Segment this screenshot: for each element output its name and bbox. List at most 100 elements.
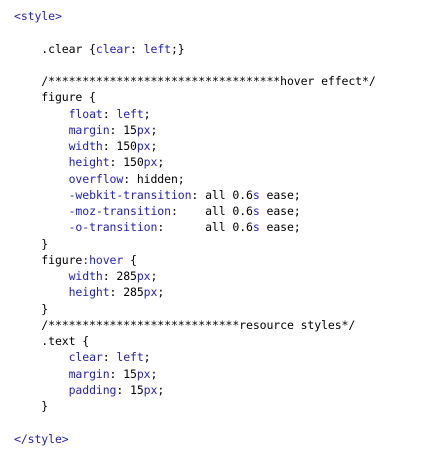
- code-token-punct: }: [41, 399, 49, 413]
- code-token-sel: figure {: [41, 90, 96, 105]
- code-token-val: : 15: [109, 122, 137, 137]
- code-token-val: ease;: [259, 220, 301, 235]
- code-token-punct: ;: [143, 106, 151, 121]
- code-line: float: left;: [14, 106, 376, 122]
- code-indent: [14, 155, 69, 169]
- code-line: }: [14, 398, 376, 414]
- code-line: width: 285px;: [14, 268, 376, 284]
- code-line: overflow: hidden;: [14, 171, 376, 187]
- code-indent: [14, 269, 69, 283]
- code-token-prop: height: [68, 285, 110, 300]
- code-token-punct: ;: [150, 269, 158, 283]
- code-token-prop: clear: [95, 41, 131, 56]
- code-token-unit: px: [136, 269, 151, 283]
- code-indent: [14, 350, 69, 364]
- code-indent: [14, 74, 41, 88]
- code-line: [14, 57, 376, 73]
- code-token-com: /****************************resource st…: [41, 317, 356, 332]
- code-token-unit: px: [143, 382, 158, 397]
- code-token-prop: padding: [68, 382, 117, 397]
- code-token-val: : 15: [116, 382, 144, 397]
- code-token-punct: ;}: [170, 41, 185, 56]
- code-indent: [14, 285, 69, 299]
- code-indent: [14, 204, 69, 218]
- code-token-punct: }: [41, 301, 49, 316]
- code-token-prop: -o-transition: [68, 220, 158, 235]
- code-indent: [14, 334, 41, 348]
- code-line: }: [14, 236, 376, 252]
- code-indent: [14, 302, 41, 316]
- code-indent: [14, 123, 69, 137]
- code-indent: [14, 172, 69, 186]
- code-token-val: : 285: [109, 285, 144, 300]
- code-line: -o-transition: all 0.6s ease;: [14, 219, 376, 235]
- code-token-unit: s: [252, 220, 260, 235]
- code-token-unit: s: [252, 187, 260, 202]
- code-token-prop: overflow: [68, 171, 124, 186]
- code-line: [14, 24, 376, 40]
- code-token-sel: .text {: [41, 334, 90, 348]
- code-token-prop: clear: [68, 350, 103, 365]
- code-token-prop: float: [68, 106, 103, 121]
- code-token-punct: :: [130, 41, 144, 56]
- code-token-unit: s: [252, 204, 260, 218]
- code-token-prop: left: [116, 106, 144, 121]
- code-token-sel: figure: [41, 252, 83, 267]
- code-token-punct: ;: [143, 350, 151, 365]
- code-token-prop: -moz-transition: [68, 204, 171, 218]
- code-line: .clear {clear: left;}: [14, 41, 376, 57]
- code-indent: [14, 107, 69, 121]
- code-line: clear: left;: [14, 349, 376, 365]
- code-token-unit: px: [136, 122, 151, 137]
- code-token-prop: left: [116, 350, 144, 365]
- code-line: -webkit-transition: all 0.6s ease;: [14, 187, 376, 203]
- code-token-tag: <style>: [14, 9, 62, 23]
- code-indent: [14, 42, 41, 56]
- code-indent: [14, 399, 41, 413]
- code-line: height: 150px;: [14, 154, 376, 170]
- code-line: /**********************************hover…: [14, 73, 376, 89]
- code-token-sel: .clear {: [41, 41, 96, 56]
- code-token-prop: :hover: [82, 252, 124, 267]
- code-line: -moz-transition: all 0.6s ease;: [14, 203, 376, 219]
- code-token-unit: px: [143, 285, 158, 300]
- code-token-prop: width: [68, 139, 103, 153]
- code-token-punct: ;: [150, 122, 158, 137]
- code-token-prop: width: [68, 269, 103, 283]
- code-indent: [14, 253, 41, 267]
- code-token-unit: px: [136, 139, 151, 153]
- code-line: padding: 15px;: [14, 382, 376, 398]
- code-line: </style>: [14, 431, 376, 447]
- code-token-punct: ;: [157, 155, 165, 170]
- code-indent: [14, 237, 41, 251]
- code-token-val: : all 0.6: [170, 204, 253, 218]
- code-token-val: ease;: [259, 187, 301, 202]
- code-token-val: : hidden;: [123, 171, 185, 186]
- code-token-val: : 150: [109, 155, 144, 170]
- code-token-prop: left: [143, 41, 171, 56]
- code-token-val: : 285: [102, 269, 137, 283]
- code-line: <style>: [14, 8, 376, 24]
- code-token-com: /**********************************hover…: [41, 74, 376, 88]
- code-token-prop: height: [68, 155, 110, 170]
- code-token-punct: ;: [157, 382, 165, 397]
- code-token-punct: ;: [150, 139, 158, 153]
- code-token-prop: -webkit-transition: [68, 187, 192, 202]
- code-line: .text {: [14, 333, 376, 349]
- code-token-punct: ;: [150, 366, 158, 381]
- code-line: height: 285px;: [14, 284, 376, 300]
- code-token-punct: {: [123, 252, 137, 267]
- code-line: figure {: [14, 89, 376, 105]
- code-token-punct: ;: [157, 285, 165, 300]
- code-line: margin: 15px;: [14, 122, 376, 138]
- code-indent: [14, 188, 69, 202]
- code-token-unit: px: [143, 155, 158, 170]
- code-indent: [14, 367, 69, 381]
- code-token-punct: :: [102, 350, 117, 365]
- code-line: width: 150px;: [14, 138, 376, 154]
- code-indent: [14, 90, 41, 104]
- code-indent: [14, 220, 69, 234]
- code-indent: [14, 383, 69, 397]
- code-indent: [14, 139, 69, 153]
- code-line: figure:hover {: [14, 252, 376, 268]
